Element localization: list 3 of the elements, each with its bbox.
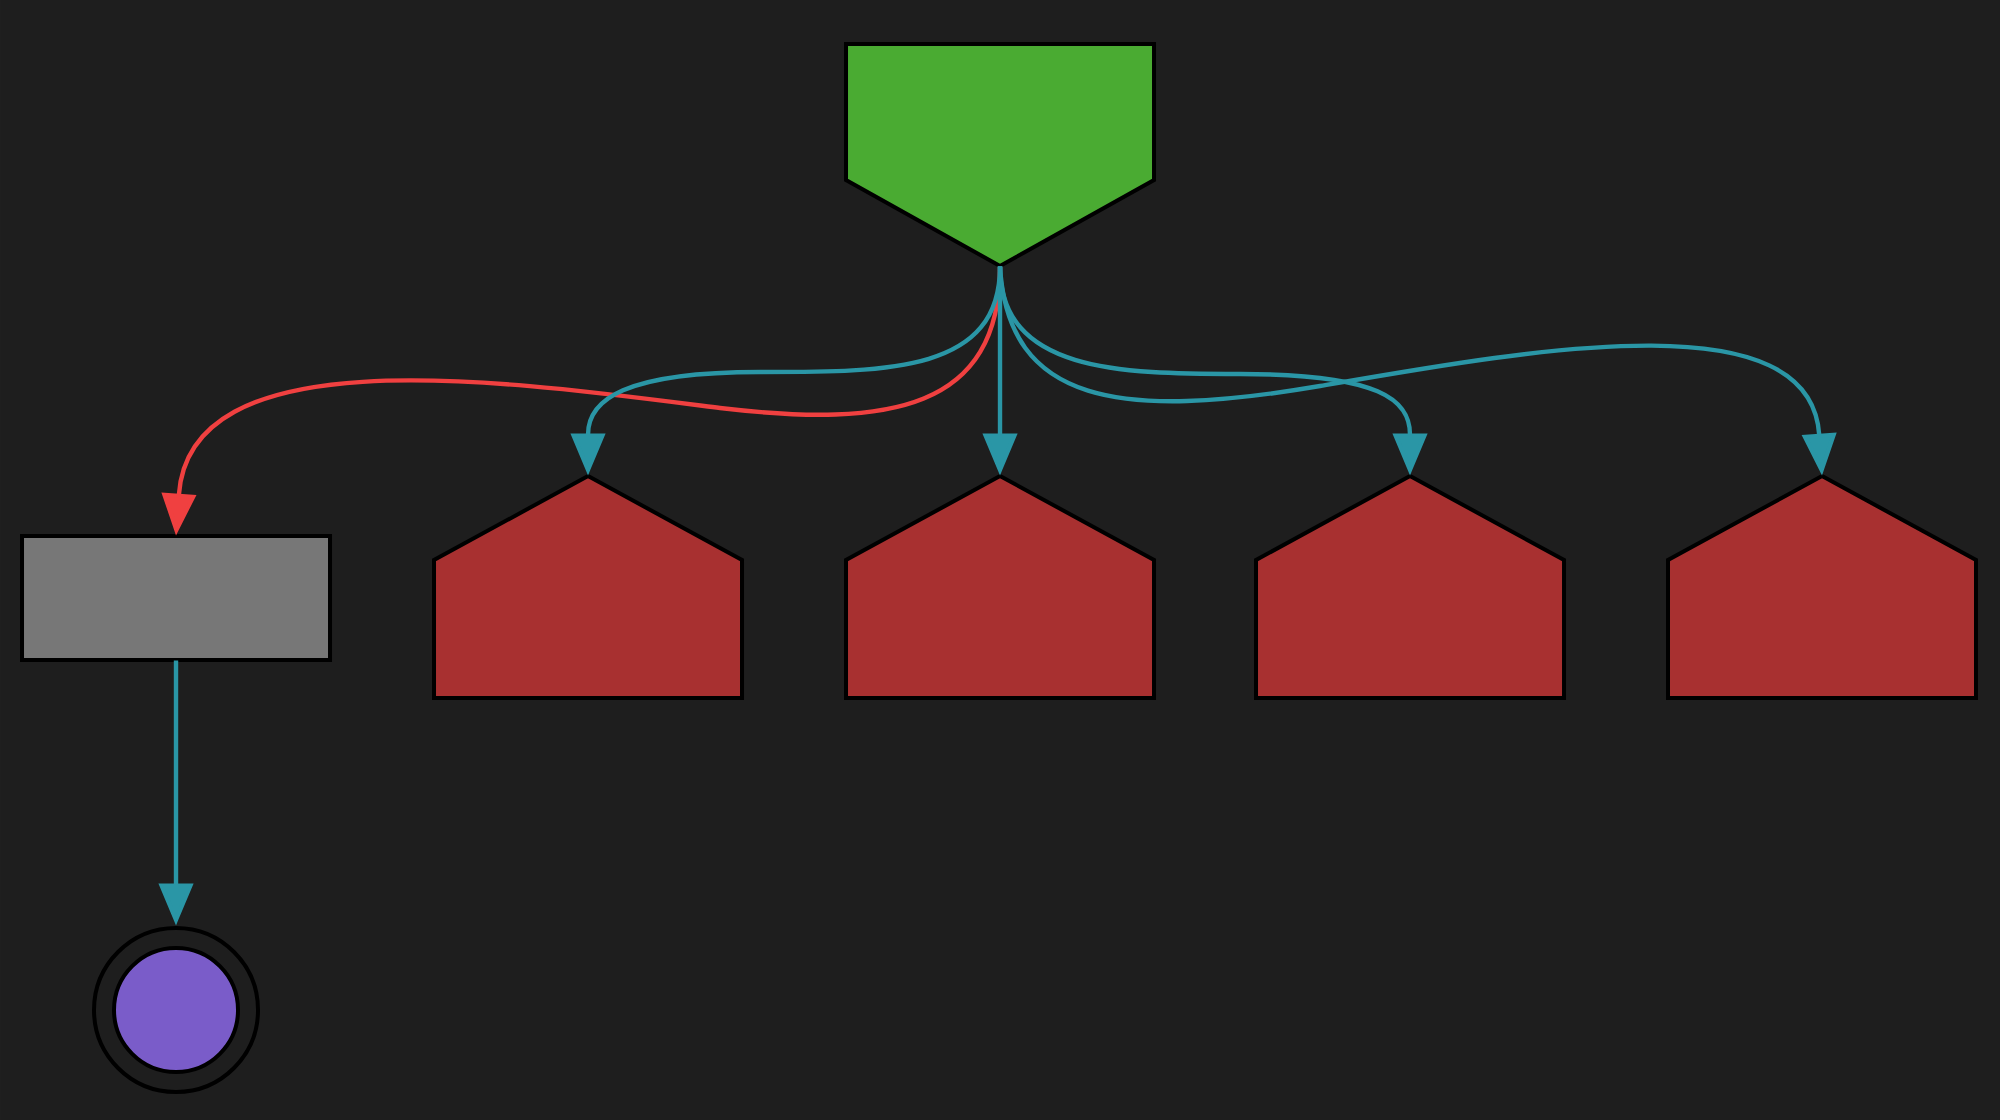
pentagon-shape <box>844 42 1156 269</box>
rectangle-shape <box>20 534 332 662</box>
double-circle <box>92 926 260 1094</box>
